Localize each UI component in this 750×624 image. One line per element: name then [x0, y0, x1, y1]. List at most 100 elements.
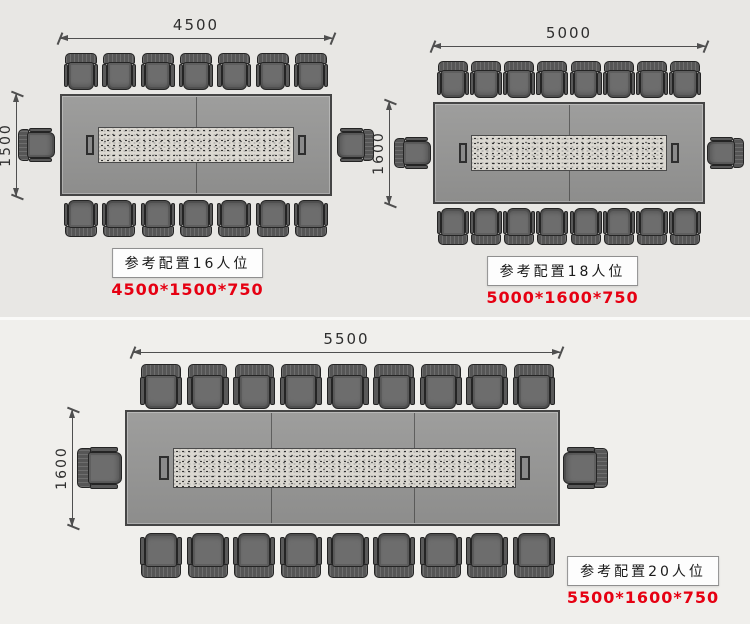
size-label: 5000*1600*750 — [486, 288, 639, 307]
chair-icon — [470, 207, 503, 245]
chair-icon — [178, 199, 213, 237]
chair-icon — [635, 207, 668, 245]
table-runner — [471, 135, 667, 171]
chair-row-bottom — [64, 199, 328, 237]
chair-icon — [64, 199, 98, 237]
width-dimension-label: 5000 — [545, 24, 593, 42]
cable-grommet — [459, 143, 467, 163]
chair-icon — [373, 532, 416, 578]
cable-grommet — [159, 456, 169, 480]
chair-icon — [373, 364, 416, 410]
chair-icon — [503, 207, 536, 245]
cable-grommet — [86, 135, 94, 155]
dimension-tick — [329, 32, 336, 45]
table-runner — [173, 448, 516, 488]
chair-icon — [140, 532, 182, 578]
caption-label: 参考配置18人位 — [499, 264, 626, 280]
chair-icon — [326, 364, 369, 410]
chair-icon — [255, 199, 290, 237]
chair-icon — [513, 364, 555, 410]
diagram-18-seats: 5000 1600 参考配置18人位 5000*1600*750 — [371, 0, 750, 317]
dimension-tick — [429, 40, 436, 53]
height-dimension: 1600 — [54, 406, 80, 530]
dimension-tick — [702, 40, 709, 53]
conference-table — [125, 410, 560, 526]
chair-row-top — [64, 53, 328, 91]
chair-icon — [536, 61, 569, 99]
cable-grommet — [298, 135, 306, 155]
chair-icon — [394, 137, 432, 169]
conference-table — [60, 94, 332, 196]
chair-icon — [602, 61, 635, 99]
chair-icon — [217, 199, 252, 237]
chair-icon — [326, 532, 369, 578]
chair-icon — [466, 532, 509, 578]
dimension-tick — [10, 193, 24, 200]
chair-icon — [64, 53, 98, 91]
chair-icon — [18, 128, 56, 162]
chair-icon — [419, 364, 462, 410]
dimension-tick — [56, 32, 63, 45]
dimension-tick — [557, 346, 564, 359]
chair-icon — [255, 53, 290, 91]
chair-icon — [102, 53, 137, 91]
size-label: 4500*1500*750 — [111, 280, 264, 299]
chair-row-bottom — [437, 207, 701, 245]
height-dimension-label: 1600 — [54, 446, 70, 490]
chair-icon — [437, 207, 469, 245]
table-runner — [98, 127, 294, 163]
chair-icon — [706, 137, 744, 169]
caption-box: 参考配置20人位 — [567, 556, 719, 586]
chair-icon — [569, 61, 602, 99]
width-dimension-label: 5500 — [323, 330, 370, 348]
chair-icon — [77, 447, 123, 489]
chair-icon — [513, 532, 555, 578]
height-dimension: 1600 — [371, 98, 397, 208]
chair-icon — [293, 199, 328, 237]
chair-icon — [186, 364, 229, 410]
chair-icon — [279, 364, 322, 410]
chair-icon — [635, 61, 668, 99]
dimension-tick — [129, 346, 136, 359]
chair-icon — [668, 61, 701, 99]
dimension-tick — [383, 98, 397, 105]
chair-icon — [470, 61, 503, 99]
size-label: 5500*1600*750 — [566, 588, 720, 607]
caption-label: 参考配置20人位 — [580, 564, 706, 580]
chair-icon — [233, 364, 276, 410]
dimension-tick — [10, 90, 24, 97]
width-dimension: 5500 — [129, 330, 564, 359]
dimension-tick — [383, 201, 397, 208]
cable-grommet — [671, 143, 679, 163]
dimension-tick — [66, 406, 80, 413]
chair-icon — [536, 207, 569, 245]
chair-icon — [102, 199, 137, 237]
chair-icon — [233, 532, 276, 578]
chair-icon — [186, 532, 229, 578]
chair-icon — [140, 199, 175, 237]
height-dimension: 1500 — [0, 90, 24, 200]
chair-icon — [293, 53, 328, 91]
chair-icon — [336, 128, 374, 162]
chair-icon — [562, 447, 608, 489]
chair-icon — [140, 364, 182, 410]
chair-icon — [419, 532, 462, 578]
height-dimension-label: 1600 — [371, 131, 387, 175]
width-dimension-label: 4500 — [172, 16, 220, 34]
width-dimension: 4500 — [56, 16, 336, 45]
chair-icon — [279, 532, 322, 578]
height-dimension-label: 1500 — [0, 123, 14, 167]
chair-row-bottom — [140, 532, 555, 578]
dimension-tick — [66, 523, 80, 530]
caption-label: 参考配置16人位 — [124, 256, 251, 272]
chair-icon — [437, 61, 469, 99]
chair-icon — [466, 364, 509, 410]
chair-icon — [569, 207, 602, 245]
chair-icon — [668, 207, 701, 245]
cable-grommet — [520, 456, 530, 480]
chair-icon — [503, 61, 536, 99]
chair-icon — [178, 53, 213, 91]
caption-box: 参考配置18人位 — [486, 256, 639, 286]
diagram-20-seats: 5500 1600 参考配置20人位 5500*1600*750 — [0, 320, 750, 624]
